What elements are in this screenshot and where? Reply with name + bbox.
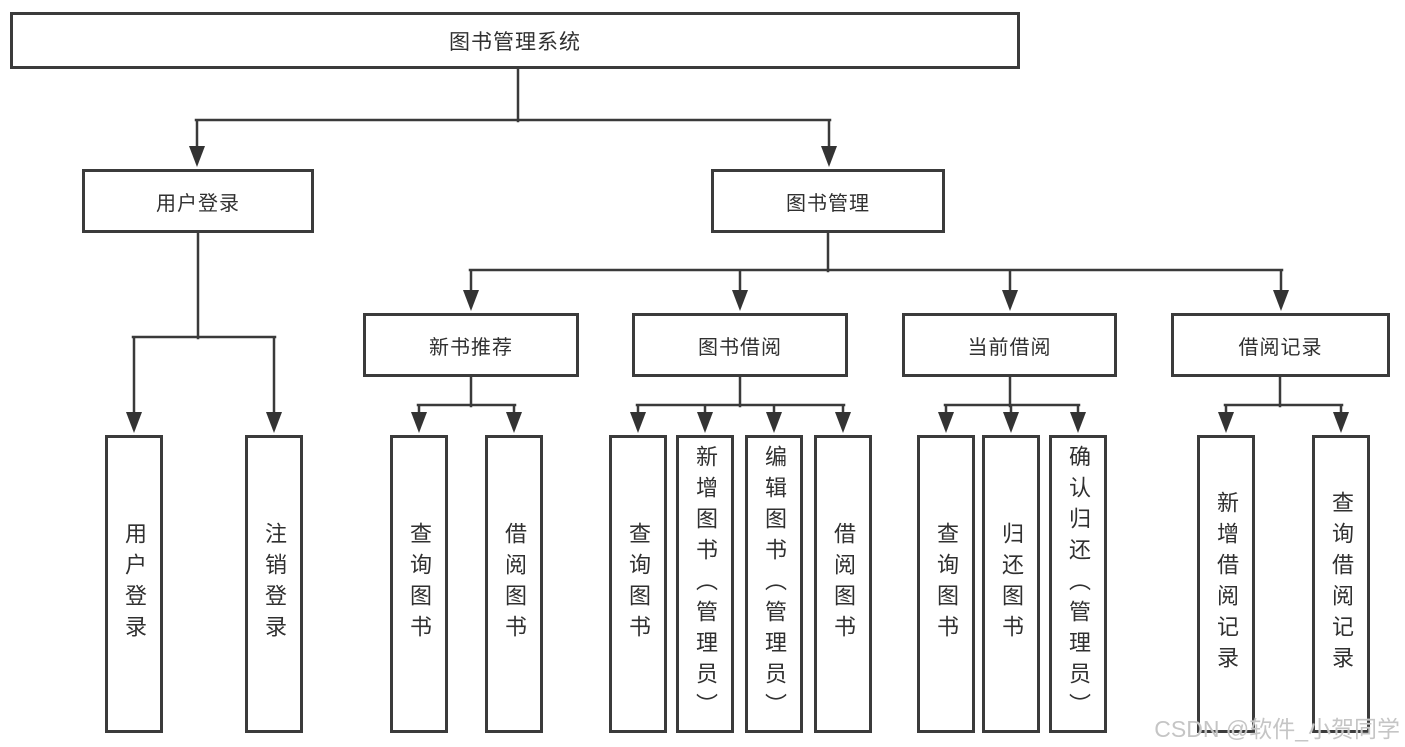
- node-borrow-records: 借阅记录: [1171, 313, 1390, 377]
- node-label: 借阅图书: [502, 522, 527, 646]
- node-book-management: 图书管理: [711, 169, 945, 233]
- node-label: 确认归还（管理员）: [1066, 444, 1091, 724]
- arrow-down-icon: [732, 290, 748, 311]
- arrow-down-icon: [1070, 412, 1086, 433]
- node-label: 新增图书（管理员）: [693, 444, 718, 724]
- leaf-newbook-query-books: 查询图书: [390, 435, 448, 733]
- arrow-down-icon: [506, 412, 522, 433]
- node-label: 注销登录: [262, 522, 287, 646]
- node-label: 借阅记录: [1238, 336, 1323, 359]
- node-current-borrow: 当前借阅: [902, 313, 1117, 377]
- node-label: 查询图书: [934, 522, 959, 646]
- arrow-down-icon: [266, 412, 282, 433]
- leaf-records-query: 查询借阅记录: [1312, 435, 1370, 733]
- arrow-down-icon: [1218, 412, 1234, 433]
- node-label: 查询图书: [407, 522, 432, 646]
- node-label: 新书推荐: [429, 336, 513, 359]
- leaf-current-return-books: 归还图书: [982, 435, 1040, 733]
- node-label: 当前借阅: [967, 336, 1052, 359]
- leaf-current-confirm-return-admin: 确认归还（管理员）: [1049, 435, 1107, 733]
- arrow-down-icon: [821, 146, 837, 167]
- leaf-borrow-borrow-books: 借阅图书: [814, 435, 872, 733]
- node-label: 归还图书: [999, 522, 1024, 646]
- arrowheads: [126, 146, 1349, 433]
- connector-path: [131, 67, 1344, 416]
- arrow-down-icon: [1003, 412, 1019, 433]
- node-label: 用户登录: [122, 522, 147, 646]
- node-label: 图书管理系统: [449, 30, 581, 54]
- arrow-down-icon: [126, 412, 142, 433]
- node-label: 图书管理: [786, 192, 870, 215]
- arrow-down-icon: [766, 412, 782, 433]
- arrow-down-icon: [411, 412, 427, 433]
- arrow-down-icon: [1273, 290, 1289, 311]
- node-label: 新增借阅记录: [1214, 491, 1239, 677]
- leaf-borrow-edit-books-admin: 编辑图书（管理员）: [745, 435, 803, 733]
- node-label: 借阅图书: [831, 522, 856, 646]
- watermark: CSDN @软件_小贺同学: [1154, 716, 1400, 742]
- leaf-current-query-books: 查询图书: [917, 435, 975, 733]
- node-root: 图书管理系统: [10, 12, 1020, 69]
- arrow-down-icon: [1002, 290, 1018, 311]
- node-user-login: 用户登录: [82, 169, 314, 233]
- node-label: 图书借阅: [698, 336, 782, 359]
- node-label: 编辑图书（管理员）: [762, 444, 787, 724]
- node-new-book-recommend: 新书推荐: [363, 313, 579, 377]
- leaf-newbook-borrow-books: 借阅图书: [485, 435, 543, 733]
- arrow-down-icon: [697, 412, 713, 433]
- arrow-down-icon: [835, 412, 851, 433]
- leaf-user-login: 用户登录: [105, 435, 163, 733]
- leaf-borrow-query-books: 查询图书: [609, 435, 667, 733]
- arrow-down-icon: [938, 412, 954, 433]
- arrow-down-icon: [189, 146, 205, 167]
- leaf-logout: 注销登录: [245, 435, 303, 733]
- arrow-down-icon: [463, 290, 479, 311]
- node-label: 查询借阅记录: [1329, 491, 1354, 677]
- arrow-down-icon: [1333, 412, 1349, 433]
- node-label: 用户登录: [156, 192, 240, 215]
- node-book-borrow: 图书借阅: [632, 313, 848, 377]
- leaf-records-add: 新增借阅记录: [1197, 435, 1255, 733]
- node-label: 查询图书: [626, 522, 651, 646]
- leaf-borrow-add-books-admin: 新增图书（管理员）: [676, 435, 734, 733]
- arrow-down-icon: [630, 412, 646, 433]
